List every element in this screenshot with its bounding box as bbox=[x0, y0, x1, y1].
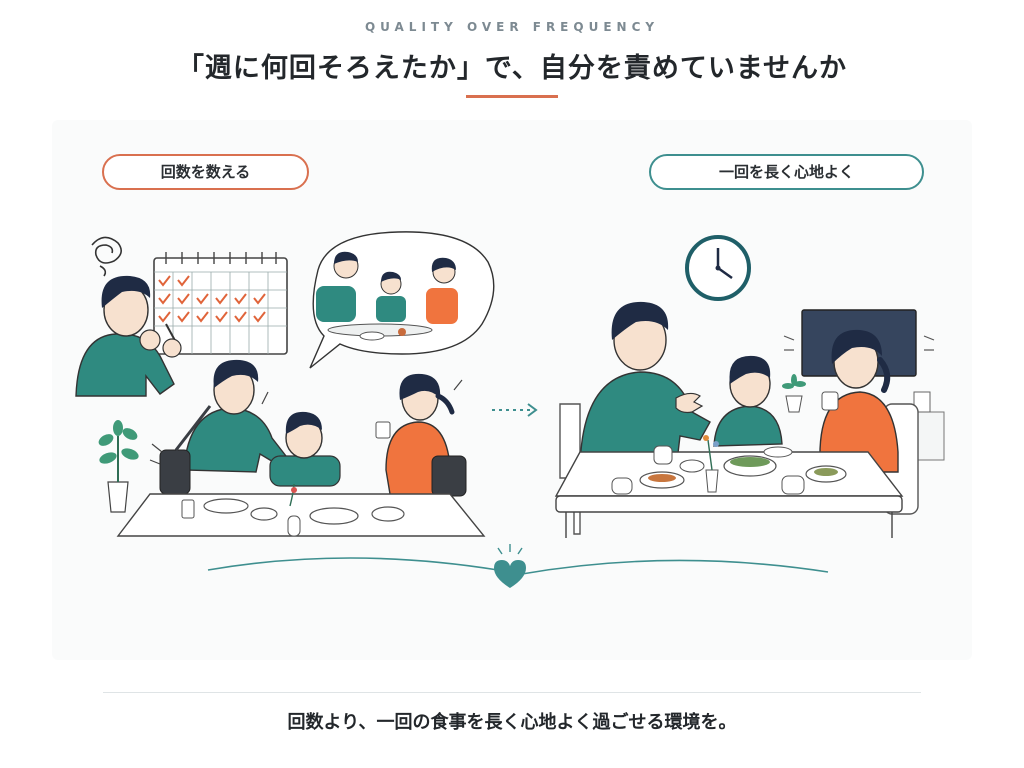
heart-icon bbox=[494, 544, 526, 588]
footer-divider bbox=[103, 692, 921, 693]
calendar-icon bbox=[153, 252, 288, 355]
calm-dining-table bbox=[554, 435, 904, 538]
smiling-father bbox=[579, 301, 711, 471]
eyebrow-text: QUALITY OVER FREQUENCY bbox=[364, 20, 660, 34]
worried-father bbox=[75, 275, 182, 397]
arrow-right-icon bbox=[492, 403, 538, 417]
plant-icon bbox=[782, 374, 806, 413]
footer-caption: 回数より、一回の食事を長く心地よく過ごせる環境を。 bbox=[287, 712, 737, 733]
rushing-family bbox=[149, 359, 467, 507]
stress-swirl-icon bbox=[91, 236, 122, 277]
plant-icon bbox=[98, 420, 139, 513]
page-title: 「週に何回そろえたか」で、自分を責めていませんか bbox=[176, 53, 848, 84]
connection-wave bbox=[207, 557, 829, 575]
label-count-times: 回数を数える bbox=[102, 154, 309, 190]
messy-dining-table bbox=[116, 483, 486, 537]
label-long-comfortable: 一回を長く心地よく bbox=[649, 154, 924, 190]
memory-thought-bubble bbox=[309, 231, 495, 369]
clock-icon bbox=[685, 235, 751, 301]
title-underline bbox=[466, 95, 558, 98]
smiling-child bbox=[713, 355, 783, 447]
